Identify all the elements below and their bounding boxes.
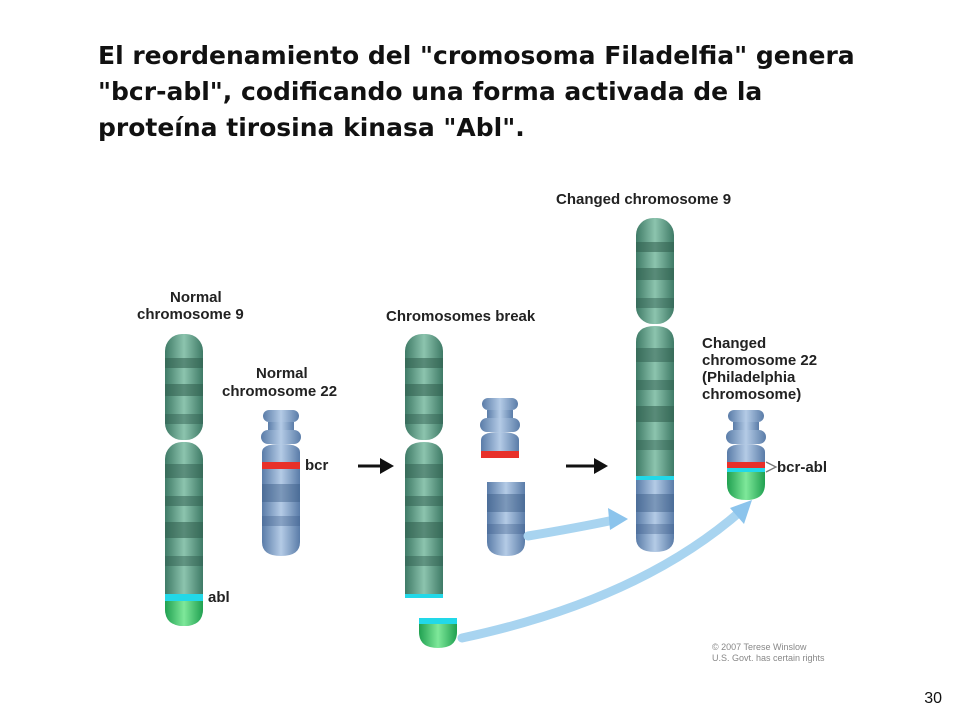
changed-chromosome-9 [636,218,674,552]
bcr-abl-label: bcr-abl [777,459,827,476]
broken-chromosome-9 [405,334,443,598]
normal-chr22-label-2: chromosome 22 [222,383,337,400]
title-line-3: proteína tirosina kinasa "Abl". [98,113,525,142]
title-line-2: "bcr-abl", codificando una forma activad… [98,77,763,106]
abl-label: abl [208,589,230,606]
normal-chr22-label-1: Normal [256,365,308,382]
chromosomes-break-label: Chromosomes break [386,308,536,325]
arrow-right-icon [358,458,394,474]
broken-chromosome-22-bottom [487,482,525,556]
translocation-arrow-2 [457,505,747,643]
abl-band [165,594,203,601]
changed-chr22-label-1: Changed [702,335,766,352]
philadelphia-chromosome [726,410,766,500]
broken-chromosome-22-top [480,398,520,458]
changed-chr22-label-4: chromosome) [702,386,801,403]
credit-line-2: U.S. Govt. has certain rights [712,653,825,663]
normal-chr9-label-1: Normal [170,289,222,306]
arrow-right-icon [566,458,608,474]
credit-line-1: © 2007 Terese Winslow [712,642,807,652]
normal-chr9-label-2: chromosome 9 [137,306,244,323]
normal-chromosome-9 [165,334,203,626]
abl-fragment [419,618,457,648]
page-number: 30 [924,690,942,707]
pointer-icon [765,461,778,473]
changed-chr22-label-3: (Philadelphia [702,369,796,386]
normal-chromosome-22 [261,410,301,556]
changed-chr9-label: Changed chromosome 9 [556,191,731,208]
changed-chr22-label-2: chromosome 22 [702,352,817,369]
bcr-band [262,462,300,469]
translocation-arrow-1 [523,515,619,541]
bcr-label: bcr [305,457,329,474]
slide-title: El reordenamiento del "cromosoma Filadel… [98,38,918,146]
title-line-1: El reordenamiento del "cromosoma Filadel… [98,41,855,70]
